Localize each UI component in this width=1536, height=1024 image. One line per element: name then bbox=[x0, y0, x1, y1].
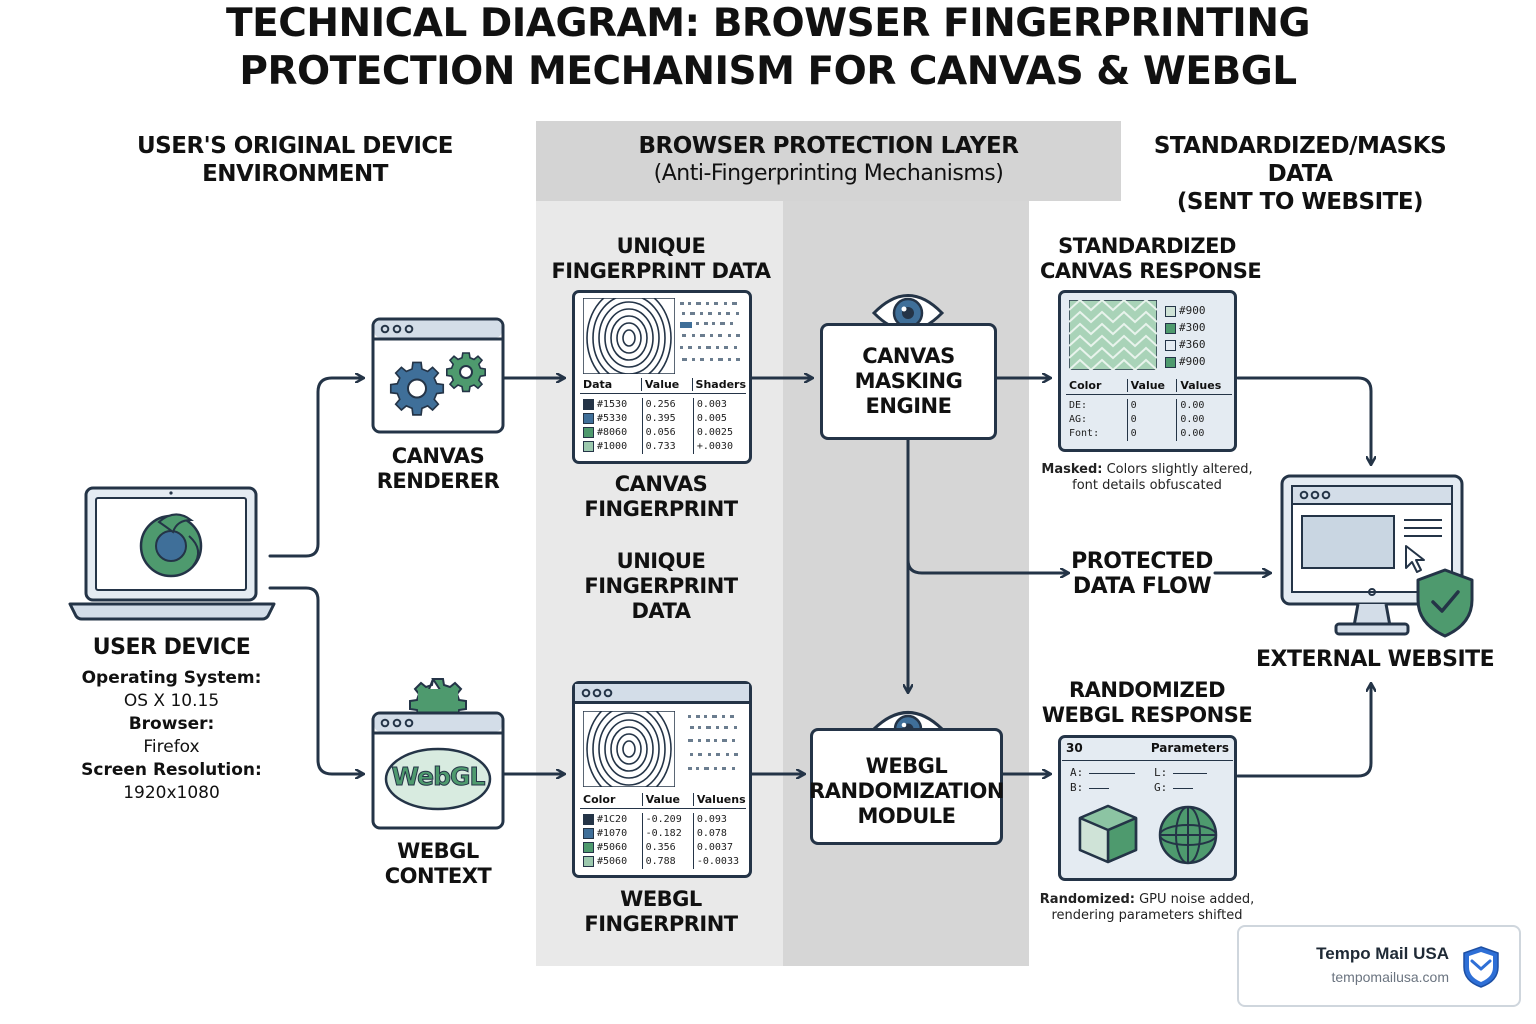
webgl-logo-text: WebGL bbox=[391, 762, 486, 792]
webgl-context-window-icon bbox=[371, 678, 505, 830]
os-value: OS X 10.15 bbox=[123, 691, 220, 711]
arrow-device-to-canvas bbox=[268, 378, 363, 558]
tempo-mail-badge[interactable]: Tempo Mail USA tempomailusa.com bbox=[1237, 925, 1521, 1007]
canvas-fp-row: #1000 0.733 +.0030 bbox=[580, 440, 746, 454]
legend-item: #360 bbox=[1165, 336, 1206, 353]
firefox-logo-icon bbox=[139, 513, 203, 578]
legend-item: #900 bbox=[1165, 302, 1206, 319]
rand-params: A: L: B: G: bbox=[1070, 765, 1230, 795]
canvas-fp-row: #1530 0.256 0.003 bbox=[580, 394, 746, 412]
canvas-masking-engine: CANVAS MASKING ENGINE bbox=[820, 323, 997, 440]
user-device-label: USER DEVICE bbox=[92, 635, 251, 660]
gear-top-icon bbox=[409, 678, 467, 719]
masked-note: Masked: Colors slightly altered, font de… bbox=[1041, 462, 1253, 493]
canvas-renderer-window-icon bbox=[371, 317, 505, 434]
user-device-details: Operating System: OS X 10.15 Browser: Fi… bbox=[60, 667, 283, 805]
resolution-value: 1920x1080 bbox=[123, 783, 220, 803]
resolution-key: Screen Resolution: bbox=[81, 760, 262, 780]
webgl-fp-titlebar bbox=[575, 684, 749, 704]
arrow-randomized-to-website bbox=[1236, 684, 1371, 778]
canvas-fingerprint-label: CANVAS FINGERPRINT bbox=[584, 472, 738, 521]
protected-data-flow-label: PROTECTED DATA FLOW bbox=[1071, 549, 1213, 599]
diagram-title: TECHNICAL DIAGRAM: BROWSER FINGERPRINTIN… bbox=[0, 0, 1536, 96]
fingerprint-pattern-icon bbox=[583, 298, 675, 374]
webgl-fingerprint-pattern-icon bbox=[583, 711, 675, 787]
gear-icon bbox=[389, 361, 445, 416]
std-canvas-row: DE: 0 0.00 bbox=[1066, 395, 1232, 413]
rand-header-right: Parameters bbox=[1150, 741, 1229, 755]
webgl-fp-row: #5060 0.788 -0.0033 bbox=[580, 855, 746, 869]
standardized-canvas-table: Color Value Values DE: 0 0.00 AG: 0 0.00… bbox=[1066, 379, 1232, 441]
webgl-fp-row: #1070 -0.182 0.078 bbox=[580, 827, 746, 841]
title-line-2: PROTECTION MECHANISM FOR CANVAS & WEBGL bbox=[239, 49, 1297, 94]
arrow-device-to-webgl bbox=[268, 586, 363, 774]
monitor-icon bbox=[1280, 474, 1474, 638]
webgl-hex-noise-pattern bbox=[688, 715, 738, 770]
arrow-standardized-to-website bbox=[1236, 376, 1371, 464]
protection-layer-header-band bbox=[536, 121, 1121, 201]
cube-icon bbox=[1078, 804, 1138, 864]
webgl-randomization-module: WEBGL RANDOMIZATION MODULE bbox=[809, 728, 1004, 845]
standardized-legend: #900 #300 #360 #900 bbox=[1165, 302, 1206, 370]
external-website-label: EXTERNAL WEBSITE bbox=[1256, 647, 1495, 672]
rand-webgl-header: 30 Parameters bbox=[1066, 741, 1229, 755]
column-header-left: USER'S ORIGINAL DEVICE ENVIRONMENT bbox=[137, 133, 454, 187]
eye-icon bbox=[871, 294, 945, 332]
webgl-fp-row: #5060 0.356 0.0037 bbox=[580, 841, 746, 855]
randomized-webgl-label: RANDOMIZED WEBGL RESPONSE bbox=[1041, 678, 1253, 727]
rand-header-divider bbox=[1062, 760, 1233, 761]
masked-pattern-icon bbox=[1069, 300, 1157, 370]
webgl-fingerprint-table: Color Value Valuens #1C20 -0.209 0.093 #… bbox=[580, 793, 746, 869]
standardized-canvas-label: STANDARDIZED CANVAS RESPONSE bbox=[1040, 234, 1262, 283]
webgl-context-label: WEBGL CONTEXT bbox=[384, 839, 492, 888]
laptop-icon bbox=[68, 486, 276, 621]
unique-fingerprint-label-middle: UNIQUE FINGERPRINT DATA bbox=[584, 549, 738, 623]
randomized-note: Randomized: GPU noise added, rendering p… bbox=[1039, 892, 1255, 923]
rand-header-left: 30 bbox=[1066, 741, 1083, 755]
canvas-fingerprint-table: Data Value Shaders #1530 0.256 0.003 #53… bbox=[580, 378, 746, 454]
title-line-1: TECHNICAL DIAGRAM: BROWSER FINGERPRINTIN… bbox=[226, 1, 1310, 46]
unique-fingerprint-label-top: UNIQUE FINGERPRINT DATA bbox=[551, 234, 771, 283]
shield-check-icon bbox=[1416, 568, 1474, 638]
std-canvas-row: Font: 0 0.00 bbox=[1066, 427, 1232, 441]
legend-item: #300 bbox=[1165, 319, 1206, 336]
canvas-renderer-label: CANVAS RENDERER bbox=[376, 444, 500, 493]
column-header-middle: BROWSER PROTECTION LAYER (Anti-Fingerpri… bbox=[638, 133, 1019, 186]
column-header-right: STANDARDIZED/MASKS DATA (SENT TO WEBSITE… bbox=[1153, 133, 1447, 215]
badge-url: tempomailusa.com bbox=[1331, 969, 1450, 985]
gear-small-icon bbox=[445, 352, 487, 393]
webgl-fp-row: #1C20 -0.209 0.093 bbox=[580, 809, 746, 827]
browser-key: Browser: bbox=[128, 714, 215, 734]
browser-value: Firefox bbox=[143, 737, 200, 757]
std-canvas-row: AG: 0 0.00 bbox=[1066, 413, 1232, 427]
arrow-engine-to-protected-flow bbox=[906, 558, 1068, 573]
webgl-logo-icon bbox=[384, 747, 492, 811]
badge-name: Tempo Mail USA bbox=[1316, 944, 1449, 963]
webgl-fingerprint-label: WEBGL FINGERPRINT bbox=[584, 887, 738, 936]
shield-mail-icon bbox=[1463, 946, 1499, 988]
canvas-fp-row: #8060 0.056 0.0025 bbox=[580, 426, 746, 440]
hex-noise-pattern bbox=[680, 302, 740, 361]
legend-item: #900 bbox=[1165, 353, 1206, 370]
window-dots-icon bbox=[581, 688, 613, 698]
sphere-icon bbox=[1158, 805, 1218, 865]
os-key: Operating System: bbox=[81, 668, 262, 688]
canvas-fp-row: #5330 0.395 0.005 bbox=[580, 412, 746, 426]
